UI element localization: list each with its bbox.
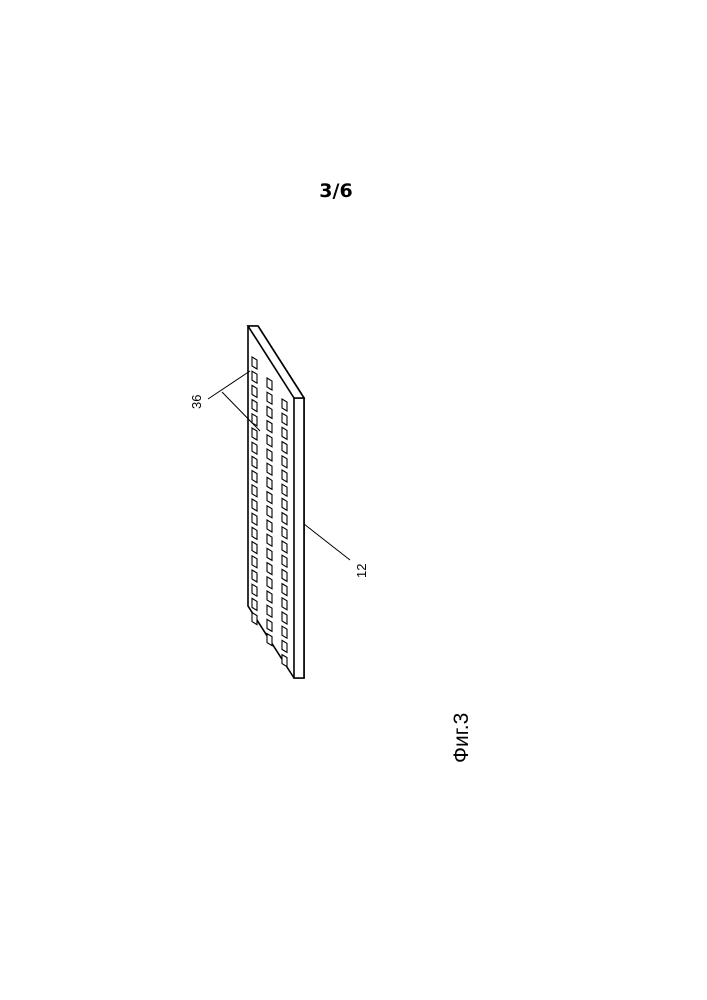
label-cells-36: 36: [189, 395, 204, 409]
label-plate-12: 12: [354, 564, 369, 578]
figure-caption: Фиг.3: [450, 713, 473, 763]
leader-line-36-a: [208, 371, 250, 399]
leader-line-12: [304, 524, 350, 560]
plate-side-face: [294, 398, 304, 678]
